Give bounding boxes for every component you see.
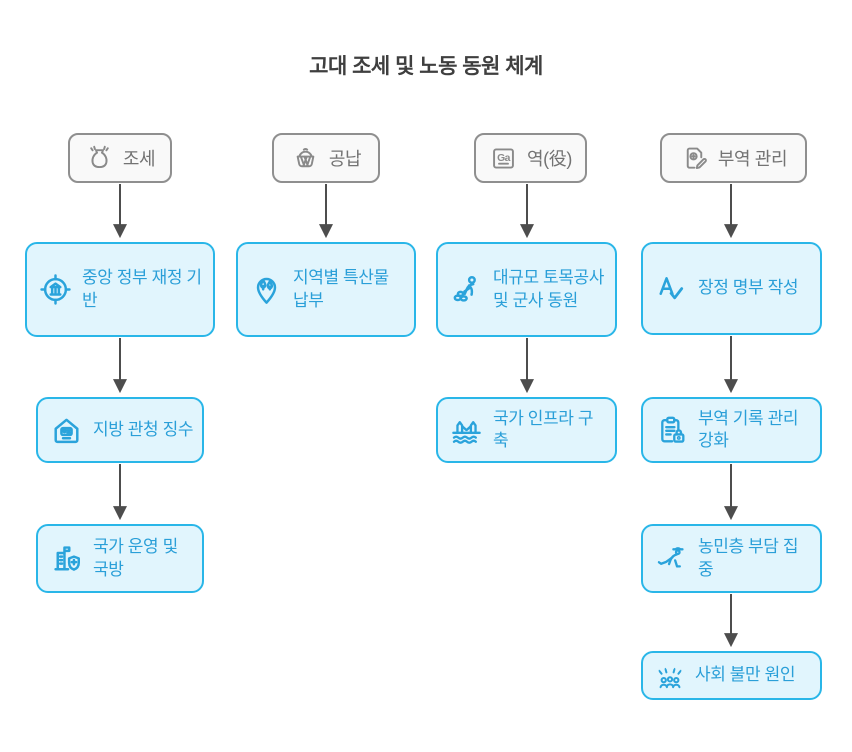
clipboard-lock-icon (654, 413, 689, 448)
tax-header-node: 조세 (68, 133, 172, 183)
node-label: 역(役) (527, 149, 572, 169)
node-peasant-burden: 농민층 부담 집중 (641, 524, 822, 593)
node-label: 사회 불만 원인 (695, 665, 796, 685)
basket-icon (291, 144, 320, 173)
house-office-icon (49, 413, 84, 448)
tribute-header-node: 공납 (272, 133, 380, 183)
node-label: 공납 (328, 149, 362, 169)
node-corvee-record-management: 부역 기록 관리 강화 (641, 397, 822, 463)
doc-shield-pencil-icon (680, 144, 709, 173)
city-defense-icon (49, 541, 84, 576)
node-local-office-collection: 지방 관청 징수 (36, 397, 204, 463)
node-central-gov-finance: 중앙 정부 재정 기반 (25, 242, 215, 337)
laborer-icon (449, 272, 484, 307)
bank-target-icon (38, 272, 73, 307)
node-label: 대규모 토목공사 및 군사 동원 (493, 268, 605, 310)
node-label: 부역 관리 (717, 149, 788, 169)
node-label: 중앙 정부 재정 기반 (82, 268, 202, 310)
crowd-sparks-icon (654, 660, 686, 692)
node-register-creation: 장정 명부 작성 (641, 242, 822, 335)
node-label: 국가 인프라 구축 (493, 408, 594, 450)
bridge-icon (449, 413, 484, 448)
page-title: 고대 조세 및 노동 동원 체계 (309, 55, 543, 78)
node-national-infrastructure: 국가 인프라 구축 (436, 397, 617, 463)
ga-language-icon (489, 144, 518, 173)
money-pouch-icon (85, 144, 114, 173)
node-large-construction-military: 대규모 토목공사 및 군사 동원 (436, 242, 617, 337)
node-label: 조세 (122, 149, 156, 169)
labor-header-node: 역(役) (474, 133, 587, 183)
spellcheck-icon (654, 271, 689, 306)
node-regional-specialty-payment: 지역별 특산물 납부 (236, 242, 416, 337)
node-label: 국가 운영 및 국방 (93, 537, 178, 579)
map-pin-produce-icon (249, 272, 284, 307)
node-social-discontent: 사회 불만 원인 (641, 651, 822, 700)
node-label: 장정 명부 작성 (698, 278, 799, 298)
node-state-operation-defense: 국가 운영 및 국방 (36, 524, 204, 593)
node-label: 지방 관청 징수 (93, 419, 194, 439)
node-label: 지역별 특산물 납부 (293, 268, 389, 310)
farmer-icon (654, 541, 689, 576)
node-label: 농민층 부담 집중 (698, 537, 799, 579)
corvee-management-header-node: 부역 관리 (660, 133, 807, 183)
node-label: 부역 기록 관리 강화 (698, 408, 799, 450)
